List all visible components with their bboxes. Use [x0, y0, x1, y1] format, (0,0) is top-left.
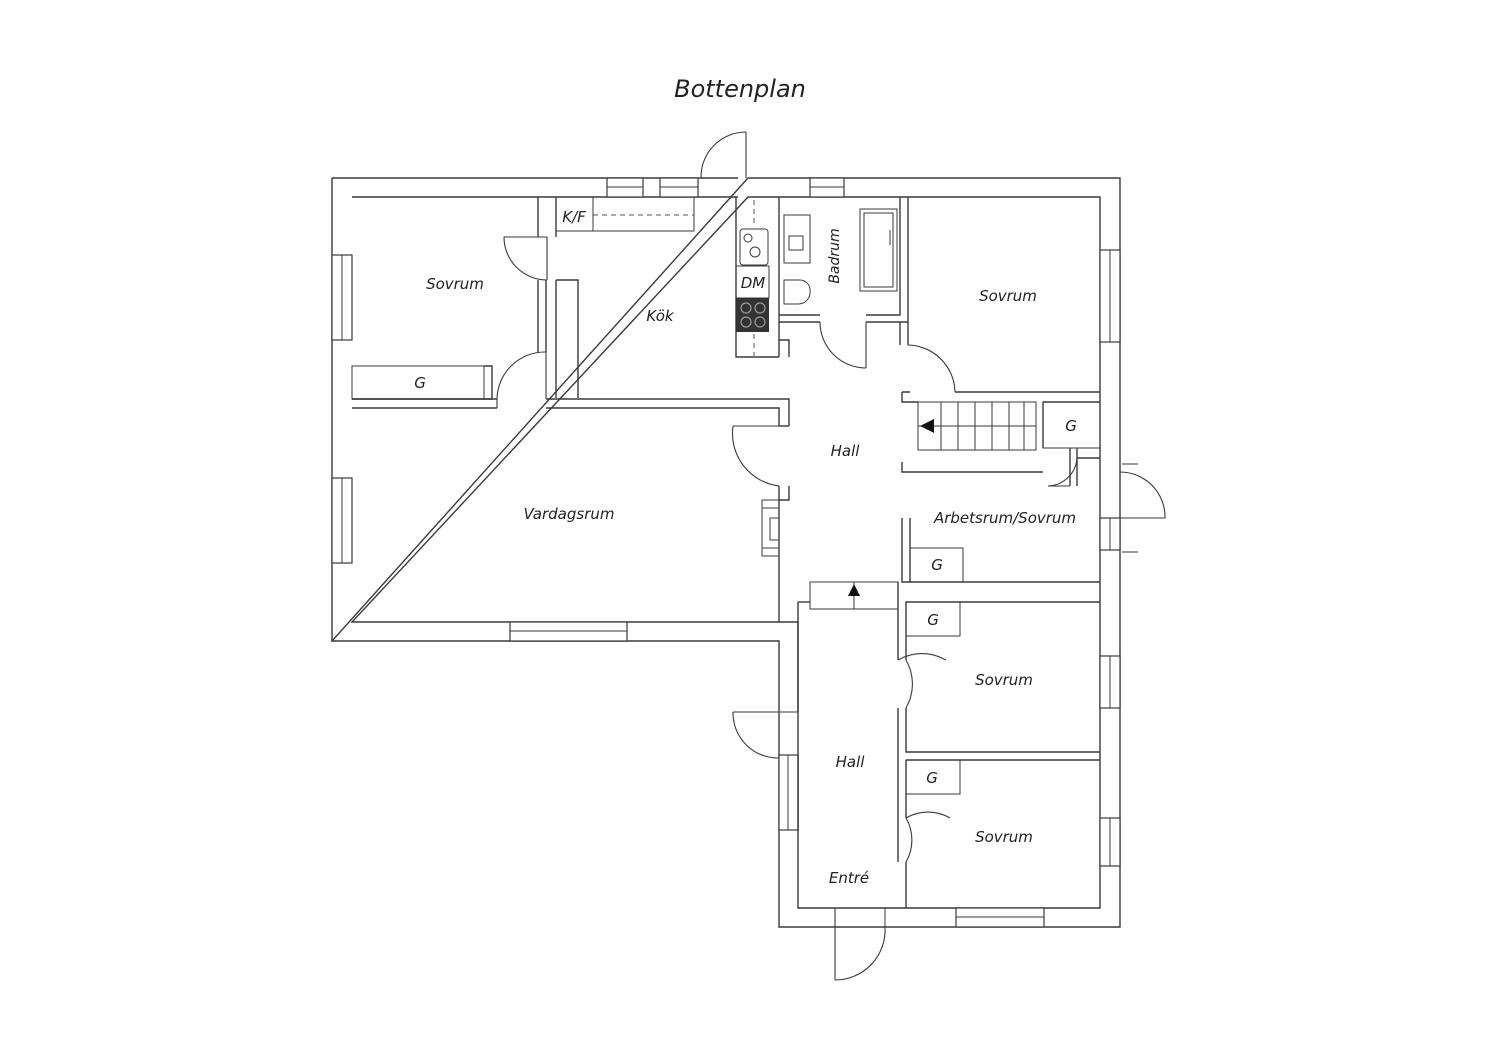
label-sovrum-mid: Sovrum	[975, 671, 1033, 689]
label-hall-lower: Hall	[836, 753, 866, 771]
label-g-stair: G	[1065, 417, 1077, 435]
bathroom-fixtures	[783, 208, 898, 305]
kitchen-fixtures	[555, 196, 770, 356]
label-kok: Kök	[646, 307, 674, 325]
label-sovrum-se: Sovrum	[975, 828, 1033, 846]
doors	[496, 131, 1166, 981]
bathtub-icon	[859, 208, 898, 292]
label-g-nw: G	[414, 374, 426, 392]
plan-title: Bottenplan	[674, 75, 806, 103]
sink-icon	[739, 228, 769, 266]
windows	[331, 177, 1121, 928]
toilet-icon	[783, 279, 811, 305]
stairs	[848, 402, 1036, 596]
room-labels: Sovrum Kök K/F DM Badrum Sovrum G Hall G…	[414, 208, 1077, 887]
label-hall-upper: Hall	[831, 442, 861, 460]
lower-stairs-arrow-icon	[848, 584, 860, 596]
label-g-sovrum-mid: G	[927, 611, 939, 629]
label-arbetsrum: Arbetsrum/Sovrum	[933, 509, 1076, 527]
stairs-arrow-icon	[920, 419, 934, 433]
stove-icon	[736, 298, 769, 332]
washbasin-icon	[783, 214, 811, 264]
label-entre: Entré	[829, 869, 869, 887]
label-badrum: Badrum	[827, 228, 843, 283]
label-sovrum-ne: Sovrum	[979, 287, 1037, 305]
label-kf: K/F	[562, 208, 586, 226]
label-sovrum-nw: Sovrum	[426, 275, 484, 293]
label-dm: DM	[741, 274, 766, 292]
label-g-sovrum-se: G	[926, 769, 938, 787]
label-vardagsrum: Vardagsrum	[524, 505, 615, 523]
interior-walls	[351, 197, 1101, 908]
label-g-arbetsrum: G	[931, 556, 943, 574]
